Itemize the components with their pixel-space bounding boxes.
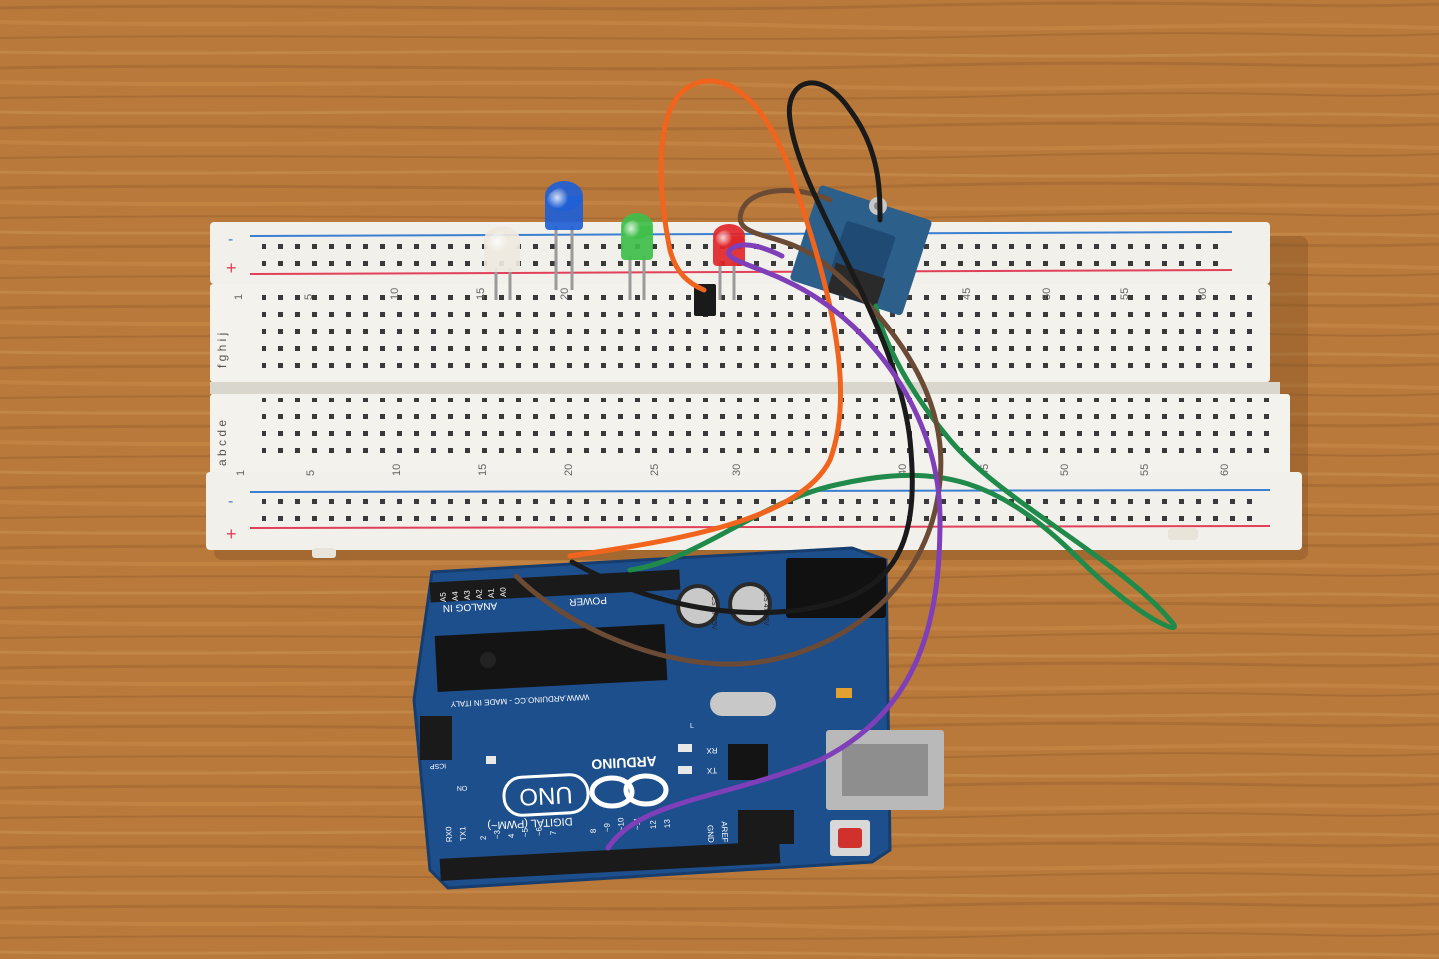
brand-label: ARDUINO [591, 753, 657, 772]
col-num-10: 10 [389, 288, 401, 300]
icsp-header [420, 716, 452, 760]
pin-rx0: RX0 [444, 826, 454, 843]
pin-12: 12 [649, 819, 658, 829]
col-num-b10: 10 [391, 464, 403, 476]
pin-a5: A5 [438, 592, 448, 603]
col-num-b15: 15 [477, 464, 489, 476]
col-num-b50: 50 [1059, 464, 1071, 476]
green-led [621, 213, 653, 300]
usb-interface-chip [728, 744, 768, 780]
tx-label: TX [706, 766, 717, 776]
pin-2: 2 [479, 835, 488, 840]
uno-label: UNO [519, 781, 574, 811]
bottom-rail-plus-label: + [226, 524, 237, 544]
col-num-b5: 5 [305, 470, 317, 476]
pin-5: ~5 [521, 827, 530, 837]
arduino-logo [589, 773, 669, 809]
pin-8: 8 [589, 828, 598, 833]
dc-barrel-jack [786, 558, 886, 618]
digital-pwm-label: DIGITAL (PWM~) [487, 815, 573, 831]
pin-7: 7 [549, 830, 558, 835]
col-num-b60: 60 [1219, 464, 1231, 476]
pin-3: ~3 [493, 829, 502, 839]
arduino-uno-board: CS 47 25V CS 47 25V UNO [412, 546, 944, 890]
l-label: L [690, 723, 694, 730]
col-num-60: 60 [1197, 288, 1209, 300]
pin-13: 13 [663, 818, 672, 828]
microcontroller-chip [434, 624, 668, 692]
pin-tx1: TX1 [458, 826, 468, 842]
breadboard: - + f g h i j a b c d e - + 1 5 10 15 20… [206, 222, 1308, 560]
purple-wire [605, 242, 943, 851]
col-num-15: 15 [475, 288, 487, 300]
on-label: ON [457, 784, 468, 792]
rail-plus-label: + [226, 258, 237, 278]
black-wire [569, 80, 915, 616]
pin-a3: A3 [462, 590, 472, 601]
jumper-plug [694, 284, 716, 316]
pin-4: 4 [507, 833, 516, 838]
col-num-20: 20 [559, 288, 571, 300]
col-num-b30: 30 [731, 464, 743, 476]
bottom-rail-minus-label: - [228, 493, 233, 510]
pin-a1: A1 [486, 588, 496, 599]
capacitor-2-text: CS 47 25V [762, 592, 769, 626]
jumper-wires [513, 78, 1177, 851]
col-num-b20: 20 [563, 464, 575, 476]
bottom-column-numbers: 1 5 10 15 20 25 30 40 45 50 55 60 [235, 464, 1231, 476]
icsp-label: ICSP [429, 762, 446, 770]
led-group [484, 181, 745, 300]
rail-minus-label: - [228, 231, 233, 248]
crystal-oscillator [710, 692, 776, 716]
pin-6: ~6 [535, 826, 544, 836]
white-led [484, 226, 520, 300]
aref-label: AREF [719, 821, 729, 843]
uno-badge [502, 773, 590, 817]
top-row-letters: f g h i j [215, 333, 229, 368]
capacitor-2: CS 47 25V [728, 582, 772, 626]
col-num-1: 1 [233, 294, 245, 300]
icsp2-header [738, 810, 794, 844]
rx-label: RX [706, 746, 718, 756]
orange-wire [567, 78, 844, 559]
digital-header [439, 841, 781, 881]
pin-a4: A4 [450, 591, 460, 602]
pin-a2: A2 [474, 589, 484, 600]
col-num-45: 45 [961, 288, 973, 300]
pin-a0: A0 [498, 587, 508, 598]
pin-10: ~10 [616, 817, 626, 832]
analog-in-label: ANALOG IN [442, 600, 497, 614]
green-wire [627, 303, 1177, 630]
col-num-50: 50 [1041, 288, 1053, 300]
power-label: POWER [569, 594, 607, 607]
pin-9: ~9 [603, 822, 612, 832]
capacitor-1-text: CS 47 25V [710, 596, 717, 630]
col-num-b25: 25 [649, 464, 661, 476]
col-num-5: 5 [303, 294, 315, 300]
brown-wire [513, 188, 944, 667]
gnd-label: GND [706, 825, 716, 843]
col-num-55: 55 [1119, 288, 1131, 300]
analog-pin-labels: A5 A4 A3 A2 A1 A0 [438, 587, 508, 603]
power-header [429, 569, 681, 603]
col-num-b1: 1 [235, 470, 247, 476]
col-num-b55: 55 [1139, 464, 1151, 476]
blue-led [545, 181, 583, 290]
bottom-row-letters: a b c d e [215, 420, 229, 466]
top-column-numbers: 1 5 10 15 20 45 50 55 60 [233, 288, 1209, 300]
